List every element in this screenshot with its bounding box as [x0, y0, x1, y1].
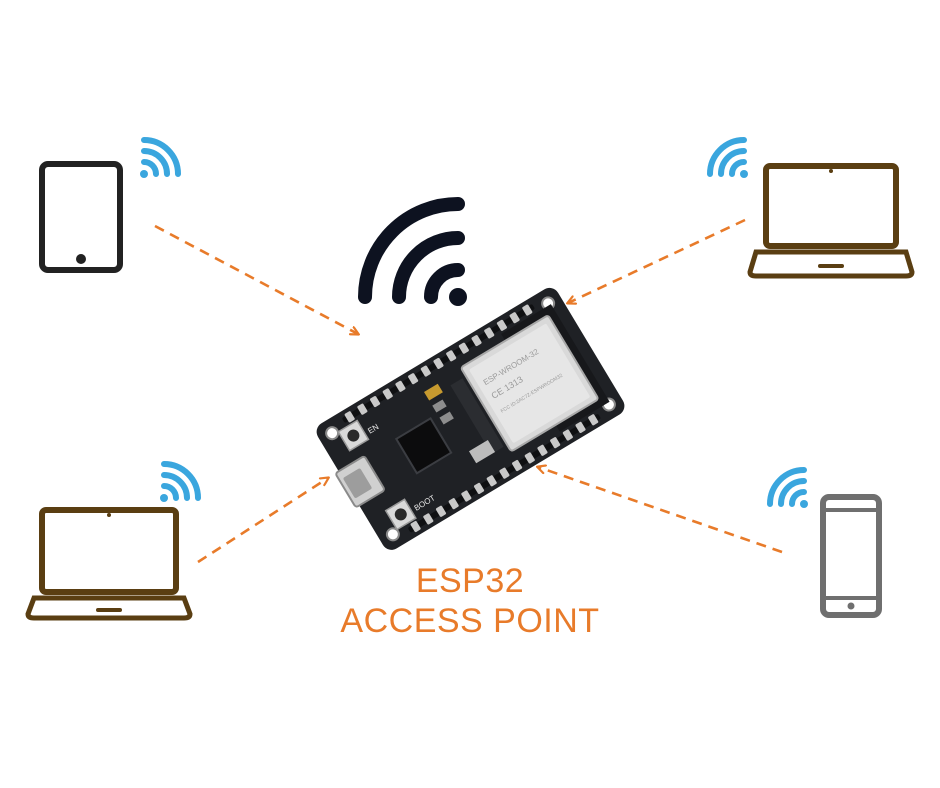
header-pin — [471, 335, 482, 347]
pins-top — [344, 304, 533, 423]
header-pin — [410, 520, 421, 533]
pins-bottom — [410, 414, 599, 533]
header-pin — [458, 342, 469, 354]
header-pin — [562, 429, 573, 441]
wifi-icon — [160, 461, 201, 502]
header-pin — [446, 350, 457, 362]
header-pin — [433, 357, 444, 369]
header-pin — [524, 452, 535, 464]
header-pin — [357, 403, 368, 415]
header-pin — [461, 490, 472, 502]
header-pin — [522, 304, 533, 316]
header-pin — [395, 380, 406, 392]
esp32-board: ESP-WROOM-32 CE 1313 FCC ID:2AC7Z-ESPWRO… — [316, 287, 625, 550]
caption-line-1: ESP32 — [415, 562, 525, 600]
header-pin — [370, 396, 381, 408]
header-pin — [499, 467, 510, 479]
tablet-icon — [39, 161, 123, 273]
board-wifi-signal-icon — [358, 197, 467, 306]
arrow-laptop-right-to-board — [568, 218, 746, 303]
header-pin — [448, 498, 459, 510]
arrow-phone-to-board — [538, 467, 783, 554]
connection-arrows — [154, 218, 783, 564]
header-pin — [344, 411, 355, 423]
smartphone-icon — [820, 494, 882, 618]
boot-button — [384, 498, 417, 531]
header-pin — [474, 482, 485, 494]
usb-uart-chip — [394, 416, 453, 475]
header-pin — [512, 459, 523, 472]
header-pin — [484, 327, 495, 339]
wifi-icon — [707, 137, 748, 178]
caption-line-2: ACCESS POINT — [340, 602, 600, 640]
header-pin — [588, 414, 599, 426]
header-pin — [575, 421, 586, 433]
header-pin — [537, 444, 548, 456]
header-pin — [486, 475, 497, 487]
header-pin — [408, 373, 419, 385]
wifi-icon — [767, 467, 808, 508]
laptop-icon — [25, 507, 193, 621]
header-pin — [550, 437, 561, 449]
arrow-tablet-to-board — [154, 224, 358, 334]
header-pin — [435, 505, 447, 517]
header-pin — [496, 319, 507, 331]
header-pin — [509, 312, 520, 324]
header-pin — [382, 388, 393, 400]
en-button — [337, 419, 370, 452]
arrow-laptop-left-to-board — [197, 478, 328, 564]
laptop-icon — [747, 163, 915, 279]
header-pin — [423, 513, 434, 525]
wifi-icon — [140, 137, 181, 178]
header-pin — [420, 365, 431, 377]
